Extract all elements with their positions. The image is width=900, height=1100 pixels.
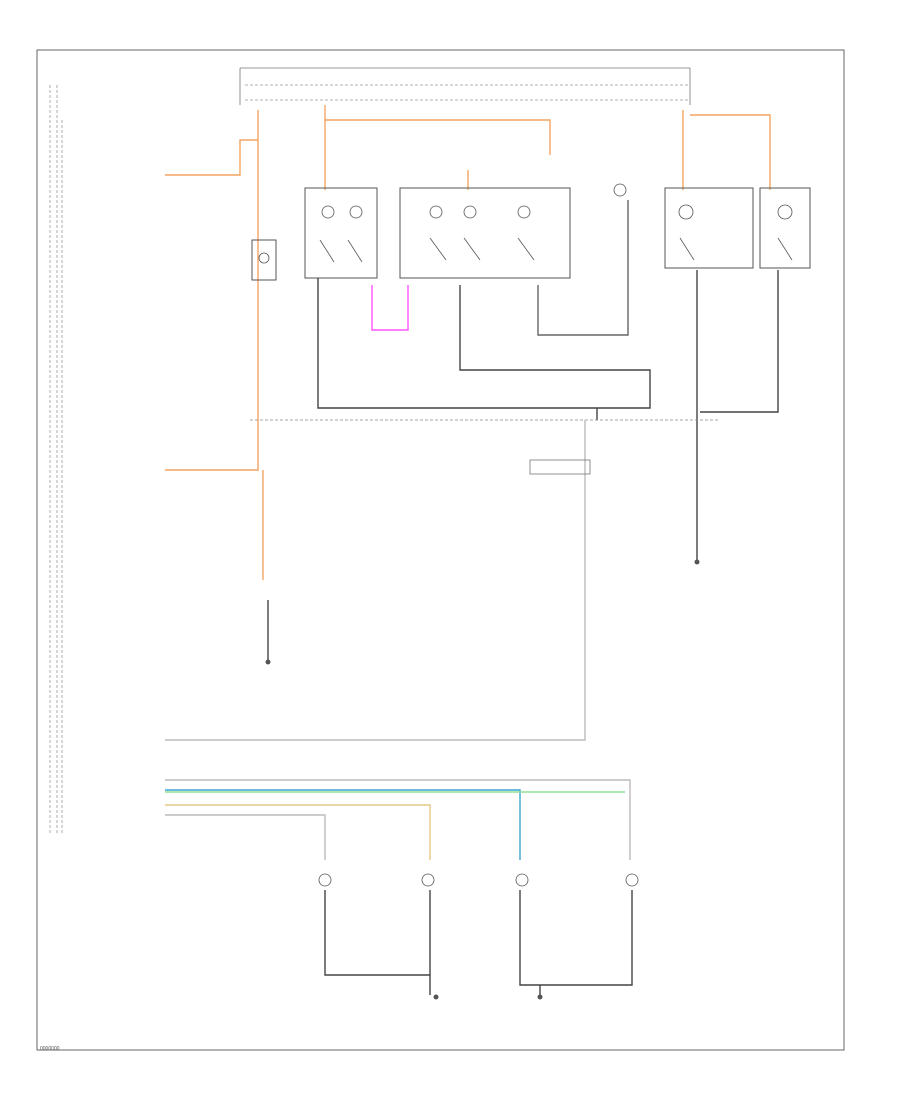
pink-wires (371, 285, 409, 331)
lower-harness-wires (165, 779, 631, 860)
diagram-code: 0000000 (40, 1046, 60, 1052)
orange-wires (165, 105, 771, 580)
left-bus-lines (49, 85, 63, 835)
switch-symbols (258, 183, 793, 264)
light-wires (165, 420, 591, 741)
top-fuse-block (239, 67, 691, 105)
ground-symbols (265, 559, 700, 1000)
component-boxes (251, 187, 811, 281)
bottom-lamp-symbols (318, 873, 639, 887)
diagram-frame (36, 49, 845, 1051)
dark-wires (267, 200, 779, 660)
bottom-ground-wires (324, 890, 633, 995)
